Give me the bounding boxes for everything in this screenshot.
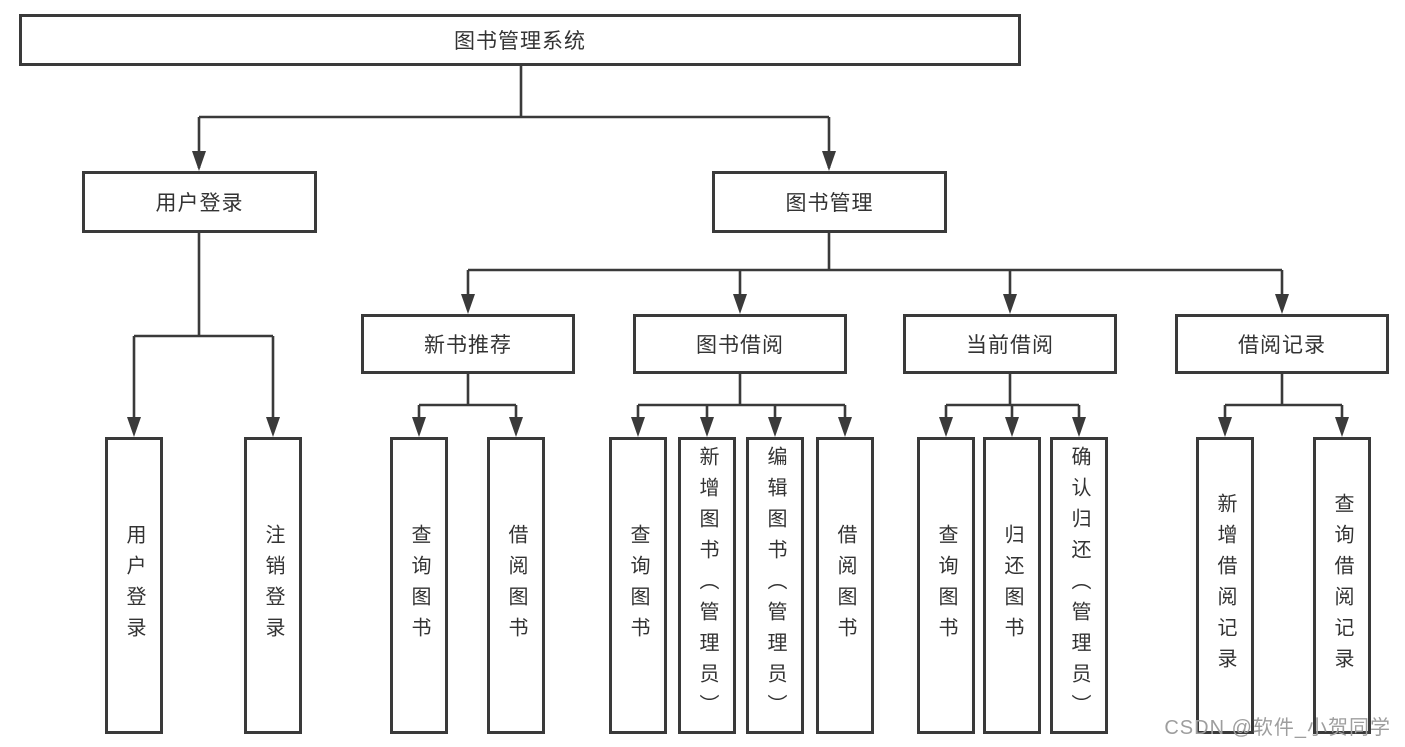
node-user-login: 用户登录 [82,171,317,233]
arrowhead [733,294,747,314]
node-current-borrowing: 当前借阅 [903,314,1117,374]
arrowhead [461,294,475,314]
arrowhead [509,417,523,437]
arrowhead [1005,417,1019,437]
leaf-return-books: 归还图书 [983,437,1041,734]
connector-root-to-level2 [192,66,836,171]
leaf-borrow-books-recommend: 借阅图书 [487,437,545,734]
connector-user-login-children [127,233,280,437]
node-root-system: 图书管理系统 [19,14,1021,66]
connector-new-book-recommend-children [412,374,523,437]
leaf-query-books-recommend: 查询图书 [390,437,448,734]
connector-book-management-children [461,233,1289,314]
arrowhead [1003,294,1017,314]
arrowhead [939,417,953,437]
connector-book-borrowing-children [631,374,852,437]
arrowhead [822,151,836,171]
arrowhead [768,417,782,437]
leaf-user-login: 用户登录 [105,437,163,734]
arrowhead [631,417,645,437]
csdn-watermark: CSDN @软件_小贺同学 [1164,717,1391,739]
arrowhead [266,417,280,437]
arrowhead [1275,294,1289,314]
node-book-management: 图书管理 [712,171,947,233]
leaf-confirm-return-admin: 确认归还（管理员） [1050,437,1108,734]
node-borrowing-records: 借阅记录 [1175,314,1389,374]
arrowhead [192,151,206,171]
arrowhead [1072,417,1086,437]
leaf-query-books-current: 查询图书 [917,437,975,734]
node-book-borrowing: 图书借阅 [633,314,847,374]
arrowhead [412,417,426,437]
connector-borrowing-records-children [1218,374,1349,437]
leaf-borrow-books-borrowing: 借阅图书 [816,437,874,734]
arrowhead [700,417,714,437]
node-new-book-recommend: 新书推荐 [361,314,575,374]
leaf-query-books-borrowing: 查询图书 [609,437,667,734]
arrowhead [1218,417,1232,437]
leaf-add-borrow-record: 新增借阅记录 [1196,437,1254,734]
leaf-edit-book-admin: 编辑图书（管理员） [746,437,804,734]
leaf-add-book-admin: 新增图书（管理员） [678,437,736,734]
arrowhead [1335,417,1349,437]
arrowhead [838,417,852,437]
leaf-logout: 注销登录 [244,437,302,734]
connector-current-borrowing-children [939,374,1086,437]
leaf-query-borrow-record: 查询借阅记录 [1313,437,1371,734]
arrowhead [127,417,141,437]
